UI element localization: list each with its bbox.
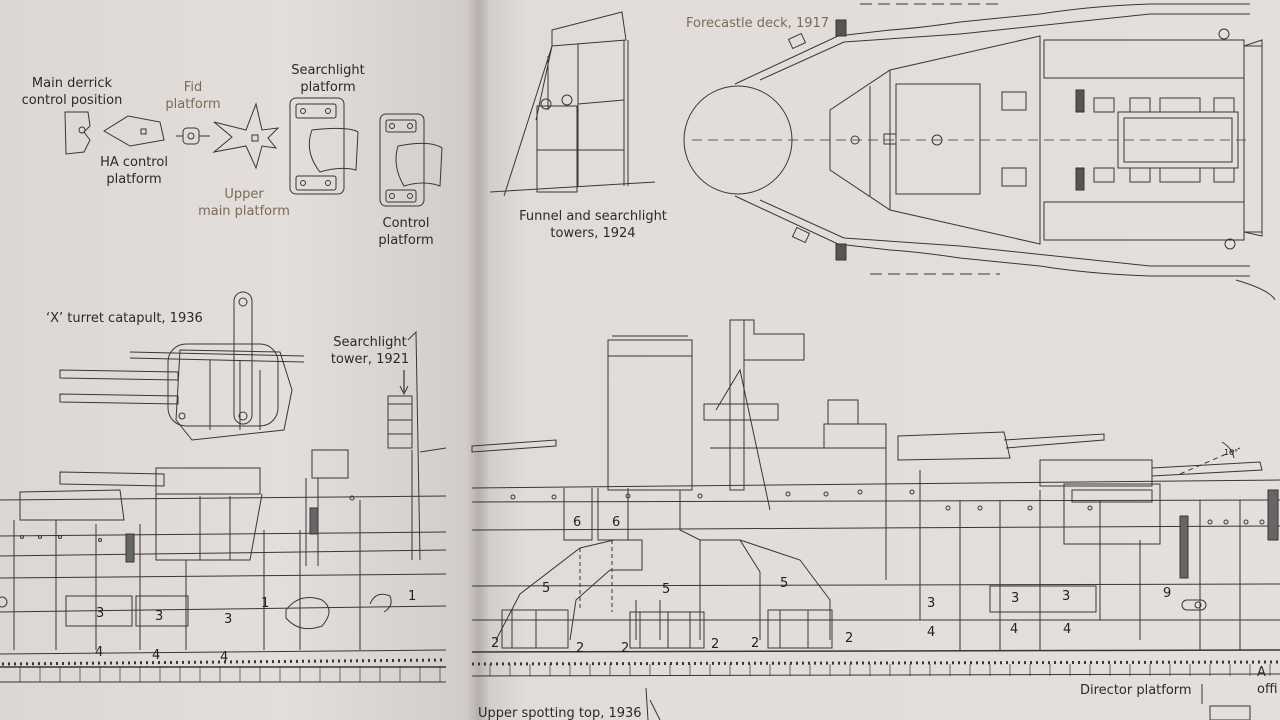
book-gutter <box>466 0 490 720</box>
upper-main-platform-label: Upper main platform <box>198 187 290 219</box>
compartment-number: 5 <box>542 581 551 596</box>
control-platform-drawing <box>379 113 443 207</box>
ha-control-platform-label: HA control platform <box>100 155 168 187</box>
angle-mark: 10° <box>1224 448 1239 457</box>
left-hull-profile <box>0 449 447 683</box>
compartment-number: 2 <box>576 641 585 656</box>
compartment-number: 5 <box>662 582 671 597</box>
searchlight-tower-label: Searchlight tower, 1921 <box>330 335 410 367</box>
searchlight-platform-label: Searchlight platform <box>291 63 365 95</box>
funnel-towers-label: Funnel and searchlight towers, 1924 <box>519 209 667 241</box>
right-hull-profile <box>471 319 1280 720</box>
compartment-number: 3 <box>155 609 164 624</box>
searchlight-tower-1921-drawing <box>387 330 447 561</box>
cropped-officer-label: A offi <box>1257 665 1278 697</box>
upper-main-platform-drawing <box>212 102 280 170</box>
fid-platform-drawing <box>176 127 210 145</box>
compartment-number: 4 <box>1010 622 1019 637</box>
compartment-number: 4 <box>1063 622 1072 637</box>
compartment-number: 6 <box>612 515 621 530</box>
director-platform-label: Director platform <box>1080 683 1192 698</box>
compartment-number: 3 <box>927 596 936 611</box>
compartment-number: 3 <box>224 612 233 627</box>
compartment-number: 2 <box>845 631 854 646</box>
x-turret-catapult-label: ‘X’ turret catapult, 1936 <box>46 311 203 326</box>
compartment-number: 2 <box>621 641 630 656</box>
compartment-number: 4 <box>152 648 161 663</box>
compartment-number: 2 <box>491 636 500 651</box>
ha-control-platform-drawing <box>103 115 165 147</box>
compartment-number: 2 <box>711 637 720 652</box>
compartment-number: 4 <box>220 650 229 665</box>
compartment-number: 4 <box>95 645 104 660</box>
main-derrick-drawing <box>64 111 91 155</box>
main-derrick-label: Main derrick control position <box>21 76 123 108</box>
funnel-searchlight-towers-drawing <box>489 11 656 197</box>
compartment-number: 4 <box>927 625 936 640</box>
compartment-number: 1 <box>261 596 270 611</box>
forecastle-deck-label: Forecastle deck, 1917 <box>686 16 830 31</box>
compartment-number: 2 <box>751 636 760 651</box>
compartment-number: 5 <box>780 576 789 591</box>
x-turret-catapult-drawing <box>59 291 305 441</box>
compartment-number: 3 <box>96 606 105 621</box>
control-platform-label: Control platform <box>378 216 434 248</box>
compartment-number: 3 <box>1011 591 1020 606</box>
searchlight-platform-drawing <box>289 97 359 195</box>
compartment-number: 1 <box>408 589 417 604</box>
fid-platform-label: Fid platform <box>165 80 221 112</box>
compartment-number: 6 <box>573 515 582 530</box>
upper-spotting-top-label: Upper spotting top, 1936 <box>478 706 642 720</box>
forecastle-deck-plan <box>683 3 1276 301</box>
compartment-number: 9 <box>1163 586 1172 601</box>
compartment-number: 3 <box>1062 589 1071 604</box>
